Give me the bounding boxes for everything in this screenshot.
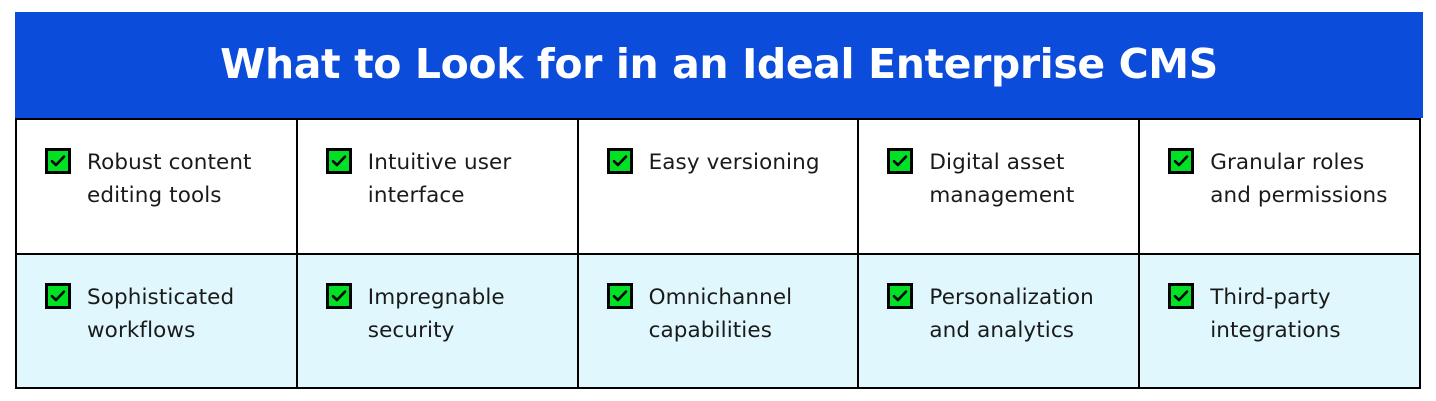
- feature-cell[interactable]: Robust content editing tools: [17, 120, 298, 253]
- feature-label: Digital asset management: [929, 150, 1075, 208]
- feature-cell[interactable]: Impregnable security: [298, 254, 579, 387]
- checkbox-checked-icon: [45, 148, 71, 174]
- feature-label: Robust content editing tools: [87, 150, 252, 208]
- feature-label: Sophisticated workflows: [87, 284, 235, 343]
- checkbox-checked-icon: [325, 282, 352, 309]
- feature-grid: Robust content editing tools Intuitive u…: [15, 118, 1421, 389]
- header-banner: What to Look for in an Ideal Enterprise …: [15, 12, 1423, 118]
- feature-row: Sophisticated workflows Impregnable secu…: [17, 254, 1419, 388]
- feature-cell[interactable]: Omnichannel capabilities: [579, 254, 860, 387]
- feature-label: Impregnable security: [367, 284, 505, 343]
- checkbox-checked-icon: [606, 282, 633, 309]
- checkbox-checked-icon: [887, 148, 914, 174]
- feature-label: Easy versioning: [648, 150, 820, 175]
- infographic-card: What to Look for in an Ideal Enterprise …: [15, 12, 1423, 389]
- feature-label: Omnichannel capabilities: [648, 284, 793, 343]
- feature-cell[interactable]: Granular roles and permissions: [1140, 120, 1419, 253]
- checkbox-checked-icon: [45, 282, 71, 309]
- checkbox-checked-icon: [887, 282, 914, 309]
- checkbox-checked-icon: [1168, 148, 1195, 174]
- feature-cell[interactable]: Easy versioning: [579, 120, 860, 253]
- feature-row: Robust content editing tools Intuitive u…: [17, 120, 1419, 255]
- checkbox-checked-icon: [325, 148, 352, 174]
- checkbox-checked-icon: [1168, 282, 1195, 309]
- checkbox-checked-icon: [606, 148, 633, 174]
- feature-label: Intuitive user interface: [367, 150, 512, 208]
- feature-label: Granular roles and permissions: [1210, 150, 1388, 208]
- feature-label: Personalization and analytics: [929, 284, 1094, 343]
- page-title: What to Look for in an Ideal Enterprise …: [220, 40, 1218, 89]
- feature-cell[interactable]: Personalization and analytics: [859, 254, 1141, 387]
- feature-cell[interactable]: Intuitive user interface: [298, 120, 579, 253]
- feature-cell[interactable]: Sophisticated workflows: [17, 254, 298, 387]
- feature-label: Third-party integrations: [1210, 284, 1341, 343]
- feature-cell[interactable]: Third-party integrations: [1140, 255, 1419, 388]
- feature-cell[interactable]: Digital asset management: [859, 120, 1141, 253]
